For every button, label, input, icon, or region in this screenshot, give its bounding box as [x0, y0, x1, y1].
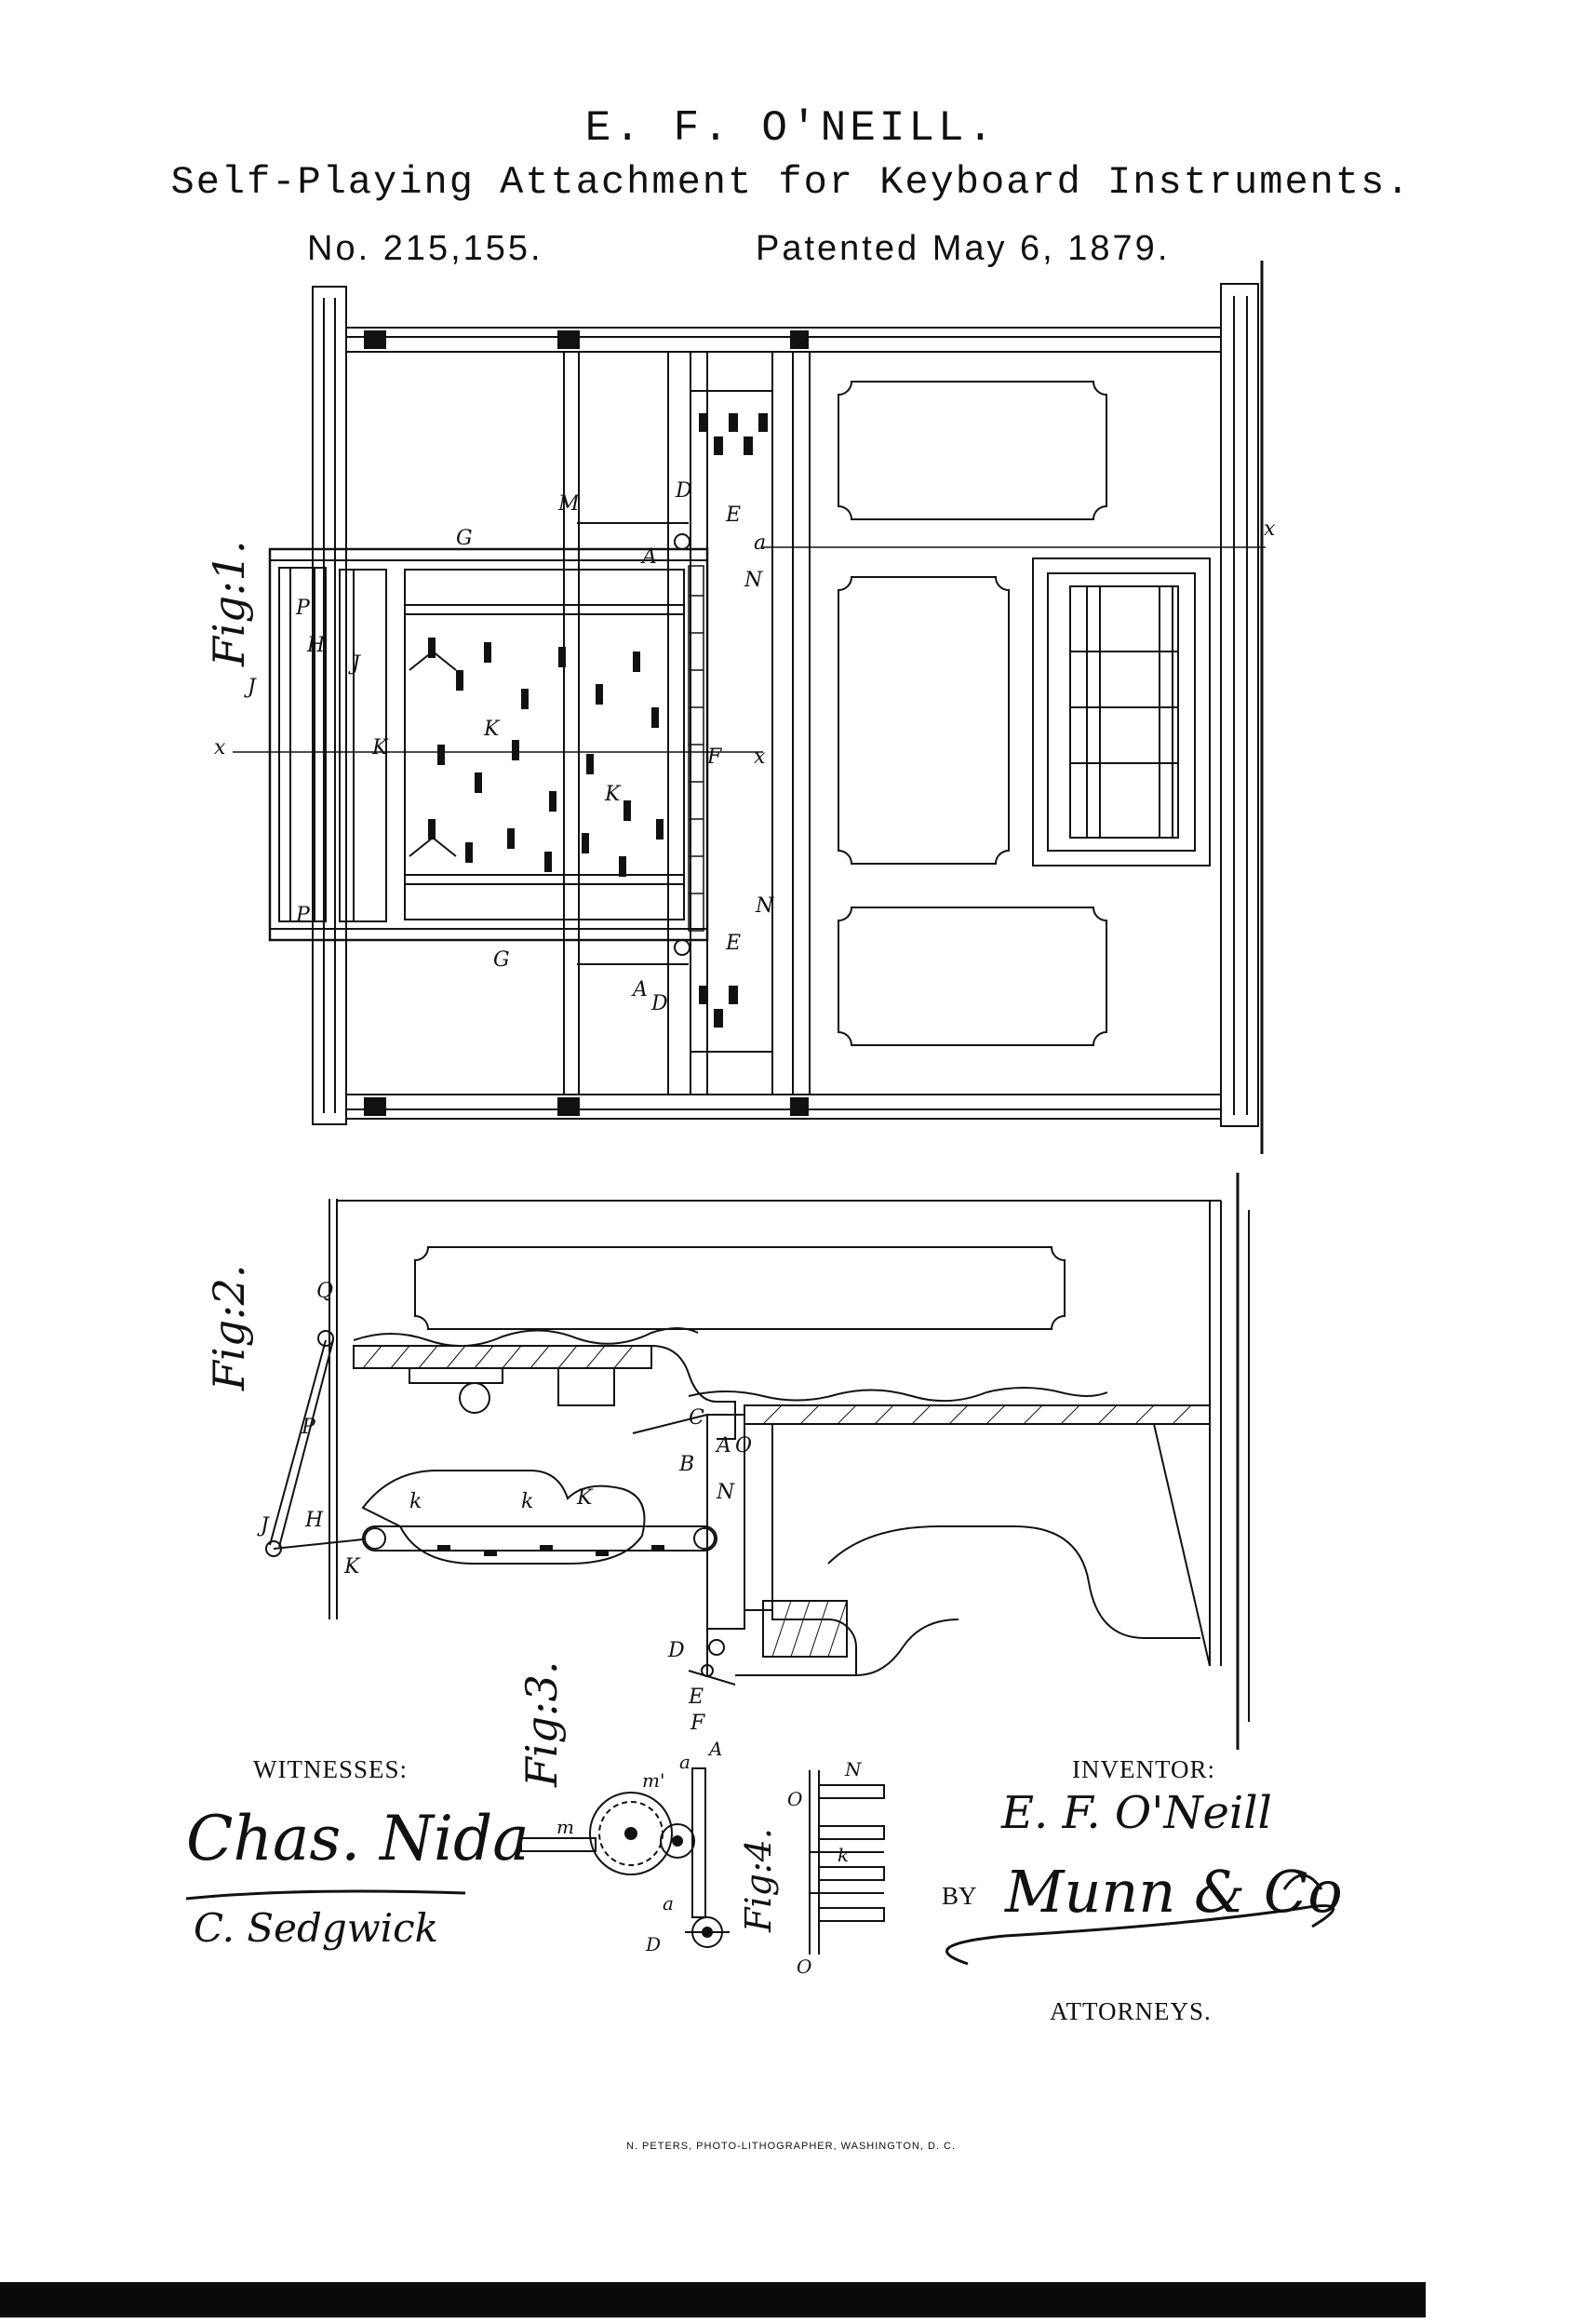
svg-text:F: F	[706, 746, 722, 769]
svg-text:k: k	[409, 1490, 422, 1513]
svg-text:x: x	[214, 736, 226, 759]
by-label: BY	[942, 1882, 977, 1910]
svg-text:F: F	[690, 1712, 705, 1735]
patent-number: No. 215,155.	[307, 229, 543, 268]
svg-text:D: D	[675, 479, 692, 503]
svg-text:a: a	[663, 1892, 674, 1914]
figure-1-drawing	[233, 261, 1266, 1154]
inventor-name: E. F. O'NEILL.	[584, 104, 998, 153]
svg-text:m: m	[556, 1816, 574, 1838]
svg-text:M: M	[557, 492, 580, 516]
svg-text:k: k	[521, 1490, 533, 1513]
svg-text:N: N	[716, 1481, 735, 1504]
figure-4-drawing	[809, 1770, 885, 1955]
figure-3-4-reference-letters: mm'a aAD ONO k	[556, 1738, 863, 1978]
svg-text:E: E	[688, 1686, 704, 1709]
svg-text:D: D	[667, 1639, 685, 1662]
scan-border-bar	[0, 2282, 1426, 2317]
witness-1-signature: Chas. Nida	[186, 1803, 530, 1874]
svg-text:x: x	[754, 746, 766, 769]
svg-text:x: x	[1264, 517, 1276, 541]
svg-text:P: P	[295, 904, 311, 927]
svg-text:O: O	[735, 1434, 752, 1458]
svg-text:O: O	[797, 1955, 811, 1978]
svg-text:A: A	[715, 1434, 731, 1458]
fig-3-label: Fig:3.	[516, 1661, 567, 1788]
svg-text:P: P	[295, 597, 311, 620]
svg-text:A: A	[640, 545, 657, 569]
svg-text:J: J	[257, 1514, 270, 1538]
svg-text:B: B	[678, 1453, 694, 1476]
fig-2-label: Fig:2.	[204, 1265, 254, 1391]
attorney-signature: Munn & Co	[1004, 1858, 1343, 1926]
svg-text:K: K	[371, 736, 389, 759]
svg-text:J: J	[348, 652, 361, 676]
svg-text:a: a	[754, 531, 766, 555]
svg-text:H: H	[306, 634, 326, 657]
svg-text:E: E	[725, 504, 741, 527]
witnesses-label: WITNESSES:	[253, 1755, 409, 1783]
signature-flourishes	[185, 1874, 1334, 1966]
inventor-label: INVENTOR:	[1072, 1755, 1215, 1783]
svg-text:J: J	[244, 676, 257, 699]
lithographer-credit: N. PETERS, PHOTO-LITHOGRAPHER, WASHINGTO…	[626, 2141, 956, 2152]
fig-1-label: Fig:1.	[204, 541, 254, 667]
svg-text:N: N	[844, 1758, 863, 1780]
svg-text:K: K	[343, 1555, 361, 1578]
svg-text:E: E	[725, 932, 741, 955]
svg-text:k: k	[838, 1844, 849, 1866]
svg-text:N: N	[744, 569, 763, 592]
svg-text:N: N	[755, 894, 774, 918]
svg-text:H: H	[304, 1509, 324, 1532]
svg-text:G: G	[493, 948, 510, 972]
patent-date: Patented May 6, 1879.	[756, 229, 1171, 268]
attorneys-label: ATTORNEYS.	[1050, 1997, 1212, 2025]
svg-text:A: A	[631, 978, 648, 1001]
witness-2-signature: C. Sedgwick	[194, 1905, 438, 1951]
svg-text:m': m'	[642, 1769, 664, 1792]
svg-text:D: D	[645, 1933, 661, 1955]
svg-text:A: A	[707, 1738, 722, 1760]
svg-text:K: K	[576, 1486, 594, 1510]
svg-text:D: D	[650, 992, 668, 1015]
svg-text:a: a	[679, 1751, 690, 1773]
figure-3-drawing	[520, 1767, 730, 1948]
svg-text:Q: Q	[316, 1280, 333, 1303]
inventor-signature: E. F. O'Neill	[1000, 1787, 1272, 1839]
svg-text:O: O	[787, 1788, 802, 1810]
svg-text:K: K	[483, 718, 501, 741]
figure-2-drawing	[265, 1173, 1250, 1750]
svg-text:G: G	[456, 527, 473, 550]
fig-4-label: Fig:4.	[738, 1828, 779, 1933]
invention-title: Self-Playing Attachment for Keyboard Ins…	[170, 160, 1412, 205]
svg-text:C: C	[689, 1406, 704, 1430]
svg-text:P: P	[301, 1416, 316, 1439]
svg-text:K: K	[604, 783, 622, 806]
